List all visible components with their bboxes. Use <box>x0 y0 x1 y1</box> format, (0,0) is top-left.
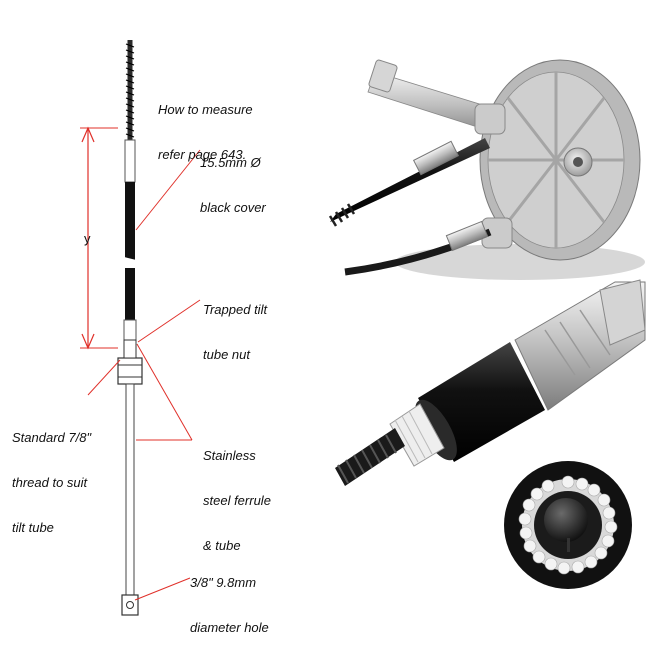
cover-end <box>123 319 137 341</box>
label-black-cover: 15.5mm Ø black cover <box>200 125 266 230</box>
end-view-bearings <box>518 475 618 575</box>
label-measure-line2: refer page 643. <box>158 147 247 162</box>
label-measure-line1: How to measure <box>158 102 253 117</box>
label-thread-line1: Standard 7/8" <box>12 430 92 445</box>
cable-closeup <box>335 279 646 486</box>
helm-render <box>328 59 645 280</box>
label-thread-line2: thread to suit <box>12 475 88 490</box>
cable-top-ferrule <box>124 139 136 183</box>
cable-thread-tip <box>125 40 135 140</box>
leader-thread <box>87 359 121 396</box>
label-trapped-tilt-nut: Trapped tilt tube nut <box>203 272 267 377</box>
leader-lines <box>87 149 201 601</box>
dimension-y-label: y <box>84 231 91 246</box>
label-standard-thread: Standard 7/8" thread to suit tilt tube <box>12 400 91 550</box>
label-thread-line3: tilt tube <box>12 520 54 535</box>
dimension-y: y <box>80 126 118 350</box>
label-hole-line2: diameter hole <box>190 620 269 635</box>
label-cover-line1: 15.5mm Ø <box>200 155 261 170</box>
label-diameter-hole: 3/8" 9.8mm diameter hole <box>190 545 269 650</box>
helm-cable-upper <box>330 138 490 222</box>
end-view <box>504 461 632 589</box>
end-view-core <box>544 498 588 542</box>
black-cover-upper <box>125 182 135 260</box>
label-tilt-line2: tube nut <box>203 347 250 362</box>
diameter-hole <box>126 601 134 609</box>
helm-cable-ferrule-upper <box>412 140 460 176</box>
nut-collar <box>123 339 137 359</box>
label-ferrule-line3: & tube <box>203 538 241 553</box>
helm-lug-top <box>474 103 506 135</box>
closeup-thread <box>335 428 405 486</box>
cable-drawing <box>117 40 143 616</box>
label-cover-line2: black cover <box>200 200 266 215</box>
label-how-to-measure: How to measure refer page 643. <box>158 72 253 177</box>
label-ferrule-line1: Stainless <box>203 448 256 463</box>
tilt-tube-nut <box>117 357 143 385</box>
leader-tilt-nut <box>137 299 201 343</box>
leader-hole <box>134 577 191 601</box>
shaft-end <box>368 59 398 93</box>
leader-ferrule-1 <box>136 343 193 441</box>
leader-cover <box>135 149 201 231</box>
label-hole-line1: 3/8" 9.8mm <box>190 575 257 590</box>
black-cover-lower <box>125 268 135 320</box>
closeup-nut <box>599 279 646 346</box>
helm-cable-ferrule-lower <box>445 220 489 252</box>
stainless-tube <box>125 383 135 605</box>
label-tilt-line1: Trapped tilt <box>203 302 268 317</box>
label-ferrule-line2: steel ferrule <box>203 493 271 508</box>
label-stainless-ferrule: Stainless steel ferrule & tube <box>203 418 271 568</box>
